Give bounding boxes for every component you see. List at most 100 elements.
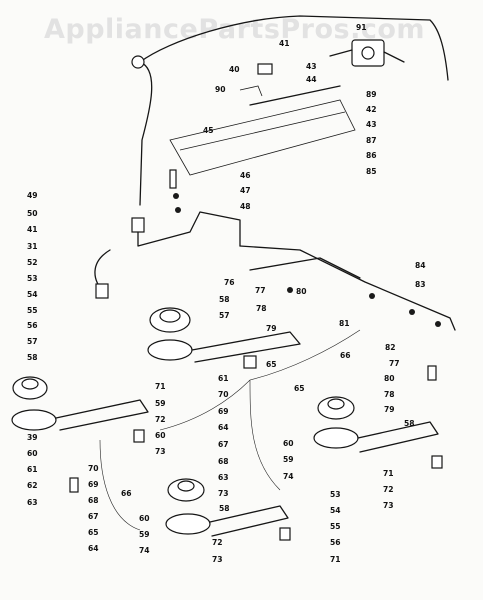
part-label-62: 62 — [27, 481, 38, 490]
part-label-63: 63 — [218, 473, 229, 482]
part-label-58d: 58 — [219, 504, 230, 513]
part-label-59: 59 — [155, 399, 166, 408]
part-label-61b: 61 — [27, 465, 38, 474]
part-label-67b: 67 — [88, 512, 99, 521]
part-label-77b: 77 — [389, 359, 400, 368]
part-label-45: 45 — [203, 126, 214, 135]
part-label-80b: 80 — [384, 374, 395, 383]
part-label-58: 58 — [27, 353, 38, 362]
bracket-73a — [133, 429, 145, 443]
part-label-72: 72 — [155, 415, 166, 424]
bracket-73b — [431, 455, 443, 469]
valve-84 — [369, 293, 375, 299]
part-label-44: 44 — [306, 75, 317, 84]
broil-burner-plate — [169, 99, 356, 176]
part-label-57: 57 — [27, 337, 38, 346]
part-label-72b: 72 — [383, 485, 394, 494]
part-label-86: 86 — [366, 151, 377, 160]
part-label-64b: 64 — [88, 544, 99, 553]
part-label-74b: 74 — [139, 546, 150, 555]
ignition-lead-left — [99, 439, 141, 531]
bracket-44 — [257, 63, 273, 75]
part-label-54b: 54 — [330, 506, 341, 515]
part-label-77: 77 — [255, 286, 266, 295]
bracket-62 — [69, 477, 79, 493]
valve-83a — [409, 309, 415, 315]
burner-front-left — [11, 376, 149, 431]
part-label-54: 54 — [27, 290, 38, 299]
part-label-47: 47 — [240, 186, 251, 195]
part-label-52: 52 — [27, 258, 38, 267]
part-label-78: 78 — [256, 304, 267, 313]
part-label-58b: 58 — [219, 295, 230, 304]
part-label-65: 65 — [266, 360, 277, 369]
part-label-71c: 71 — [330, 555, 341, 564]
broil-burner-tube — [249, 85, 341, 106]
bracket-90 — [239, 85, 263, 97]
part-label-90: 90 — [215, 85, 226, 94]
valve-83b — [435, 321, 441, 327]
part-label-73b: 73 — [218, 489, 229, 498]
part-label-46: 46 — [240, 171, 251, 180]
manifold-branch — [249, 257, 361, 279]
part-label-68b: 68 — [88, 496, 99, 505]
part-label-42: 42 — [366, 105, 377, 114]
part-label-65b: 65 — [294, 384, 305, 393]
part-label-64: 64 — [218, 423, 229, 432]
part-label-69b: 69 — [88, 480, 99, 489]
part-label-71b: 71 — [383, 469, 394, 478]
part-label-79b: 79 — [384, 405, 395, 414]
part-label-85: 85 — [366, 167, 377, 176]
valve-connections — [329, 49, 405, 63]
part-label-78b: 78 — [384, 390, 395, 399]
part-label-76: 76 — [224, 278, 235, 287]
valve-77a — [287, 287, 293, 293]
part-label-60c: 60 — [27, 449, 38, 458]
burner-rear-left — [147, 307, 301, 363]
part-label-43b: 43 — [366, 120, 377, 129]
part-label-70: 70 — [218, 390, 229, 399]
spacer-46 — [169, 169, 177, 189]
part-label-40: 40 — [229, 65, 240, 74]
part-label-70b: 70 — [88, 464, 99, 473]
part-label-67: 67 — [218, 440, 229, 449]
part-label-53: 53 — [27, 274, 38, 283]
ignition-module — [243, 355, 257, 369]
bracket-52 — [95, 283, 109, 299]
part-label-73d: 73 — [212, 555, 223, 564]
part-label-66b: 66 — [121, 489, 132, 498]
part-label-80: 80 — [296, 287, 307, 296]
part-label-87: 87 — [366, 136, 377, 145]
valve-77b — [427, 365, 437, 381]
burner-rear-right — [313, 396, 439, 453]
bracket-56 — [279, 527, 291, 541]
part-label-60d: 60 — [139, 514, 150, 523]
part-label-59c: 59 — [139, 530, 150, 539]
part-label-55b: 55 — [330, 522, 341, 531]
burner-front-center — [165, 478, 289, 537]
part-label-50: 50 — [27, 209, 38, 218]
broil-burner-rib — [179, 111, 346, 151]
part-label-48: 48 — [240, 202, 251, 211]
nut-48 — [175, 207, 181, 213]
part-label-49: 49 — [27, 191, 38, 200]
fitting-41 — [131, 217, 145, 233]
left-feed-tube — [139, 61, 153, 206]
part-label-31: 31 — [27, 242, 38, 251]
part-label-58c: 58 — [404, 419, 415, 428]
part-label-84: 84 — [415, 261, 426, 270]
part-label-43: 43 — [306, 62, 317, 71]
part-label-69: 69 — [218, 407, 229, 416]
part-label-41: 41 — [279, 39, 290, 48]
main-manifold — [239, 245, 456, 331]
nut-47 — [173, 193, 179, 199]
part-label-68: 68 — [218, 457, 229, 466]
part-label-82: 82 — [385, 343, 396, 352]
part-label-41b: 41 — [27, 225, 38, 234]
valve-knob — [361, 46, 375, 60]
fitting-49 — [131, 55, 145, 69]
part-label-61: 61 — [218, 374, 229, 383]
